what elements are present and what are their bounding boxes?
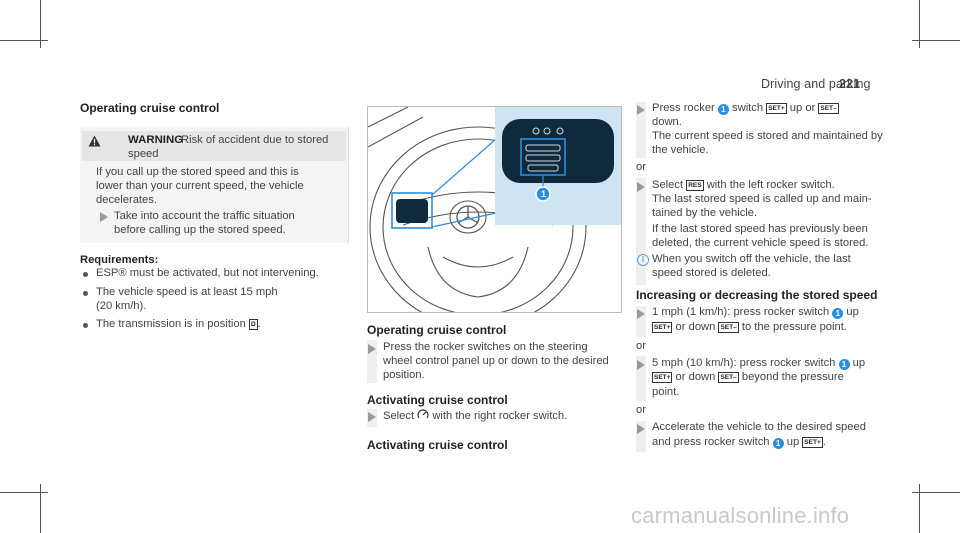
step-bar xyxy=(636,178,646,285)
or-text: or xyxy=(636,340,646,352)
info-line: When you switch off the vehicle, the las… xyxy=(652,253,851,265)
section-title: Activating cruise control xyxy=(367,393,508,407)
requirement-item: The transmission is in position D. xyxy=(96,318,261,330)
step-arrow-icon xyxy=(637,360,645,370)
set-plus-key-icon: SET+ xyxy=(652,322,673,333)
crop-mark xyxy=(40,484,41,533)
crop-mark xyxy=(919,0,920,48)
watermark: carmanualsonline.info xyxy=(631,503,850,528)
callout-number: 1 xyxy=(717,104,729,115)
step-line: point. xyxy=(652,386,680,398)
crop-mark xyxy=(40,0,41,48)
step-bar xyxy=(636,356,646,401)
info-line: speed stored is deleted. xyxy=(652,267,771,279)
steering-wheel-illustration: 1 xyxy=(367,106,622,313)
requirement-item-cont: (20 km/h). xyxy=(96,300,147,312)
step-line: SET+ or down SET– to the pressure point. xyxy=(652,321,847,333)
step-bar xyxy=(367,340,377,383)
warning-title-cont: speed xyxy=(128,148,159,160)
step-line: Accelerate the vehicle to the desired sp… xyxy=(652,421,866,433)
callout-number: 1 xyxy=(832,308,844,319)
warning-triangle-icon xyxy=(88,135,101,147)
step-line: SET+ or down SET– beyond the pressure xyxy=(652,371,844,383)
set-plus-key-icon: SET+ xyxy=(652,372,673,383)
step-line: The current speed is stored and maintain… xyxy=(652,130,883,142)
step-line: Select with the right rocker switch. xyxy=(383,409,568,422)
step-line: 1 mph (1 km/h): press rocker switch 1 up xyxy=(652,306,859,319)
step-arrow-icon xyxy=(100,212,108,222)
step-line: the vehicle. xyxy=(652,144,709,156)
step-arrow-icon xyxy=(637,182,645,192)
warning-label: WARNING xyxy=(128,134,184,146)
warning-header xyxy=(82,131,346,161)
set-plus-key-icon: SET+ xyxy=(766,103,787,114)
step-line: The last stored speed is called up and m… xyxy=(652,193,872,205)
step-bar xyxy=(636,421,646,452)
set-minus-key-icon: SET– xyxy=(718,322,739,333)
page-number: 221 xyxy=(839,77,861,91)
step-line: deleted, the current vehicle speed is st… xyxy=(652,237,869,249)
callout-number: 1 xyxy=(540,189,546,199)
requirement-item: ESP® must be activated, but not interven… xyxy=(96,267,319,279)
warning-body-line: lower than your current speed, the vehic… xyxy=(96,180,304,192)
section-title: Operating cruise control xyxy=(80,101,220,115)
cruise-control-icon xyxy=(417,409,429,419)
step-arrow-icon xyxy=(637,424,645,434)
bullet-icon xyxy=(83,291,88,296)
section-title: Activating cruise control xyxy=(367,438,508,452)
crop-mark xyxy=(912,40,960,41)
warning-action-line: Take into account the traffic situation xyxy=(114,210,295,222)
steering-wheel-drawing xyxy=(368,107,621,312)
step-arrow-icon xyxy=(637,105,645,115)
step-line: Press the rocker switches on the steerin… xyxy=(383,341,588,353)
section-title: Increasing or decreasing the stored spee… xyxy=(636,288,878,302)
requirement-item: The vehicle speed is at least 15 mph xyxy=(96,286,278,298)
crop-mark xyxy=(0,40,48,41)
callout-number: 1 xyxy=(838,359,850,370)
gear-d-symbol: D xyxy=(248,319,258,330)
crop-mark xyxy=(0,492,48,493)
bullet-icon xyxy=(83,272,88,277)
warning-body-line: decelerates. xyxy=(96,194,157,206)
resume-key-icon: RES xyxy=(686,180,704,191)
step-arrow-icon xyxy=(368,344,376,354)
running-header: Driving and parking xyxy=(761,77,871,91)
warning-body-line: If you call up the stored speed and this… xyxy=(96,166,299,178)
section-title: Operating cruise control xyxy=(367,323,507,337)
step-line: Press rocker 1 switch SET+ up or SET– xyxy=(652,102,839,115)
step-line: If the last stored speed has previously … xyxy=(652,223,868,235)
step-bar xyxy=(636,102,646,158)
crop-mark xyxy=(912,492,960,493)
callout-number: 1 xyxy=(772,438,784,449)
step-arrow-icon xyxy=(368,412,376,422)
crop-mark xyxy=(919,484,920,533)
warning-title: Risk of accident due to stored xyxy=(181,134,329,146)
bullet-icon xyxy=(83,323,88,328)
step-line: position. xyxy=(383,369,425,381)
warning-action-line: before calling up the stored speed. xyxy=(114,224,286,236)
set-minus-key-icon: SET– xyxy=(718,372,739,383)
set-plus-key-icon: SET+ xyxy=(802,437,823,448)
step-line: wheel control panel up or down to the de… xyxy=(383,355,609,367)
requirements-heading: Requirements: xyxy=(80,254,159,266)
or-text: or xyxy=(636,404,646,416)
step-line: 5 mph (10 km/h): press rocker switch 1 u… xyxy=(652,357,866,370)
set-minus-key-icon: SET– xyxy=(818,103,839,114)
step-line: down. xyxy=(652,116,682,128)
step-line: tained by the vehicle. xyxy=(652,207,758,219)
step-bar xyxy=(636,306,646,337)
info-icon: i xyxy=(637,254,649,266)
step-line: Select RES with the left rocker switch. xyxy=(652,179,835,191)
or-text: or xyxy=(636,161,646,173)
step-arrow-icon xyxy=(637,309,645,319)
step-line: and press rocker switch 1 up SET+. xyxy=(652,436,826,449)
